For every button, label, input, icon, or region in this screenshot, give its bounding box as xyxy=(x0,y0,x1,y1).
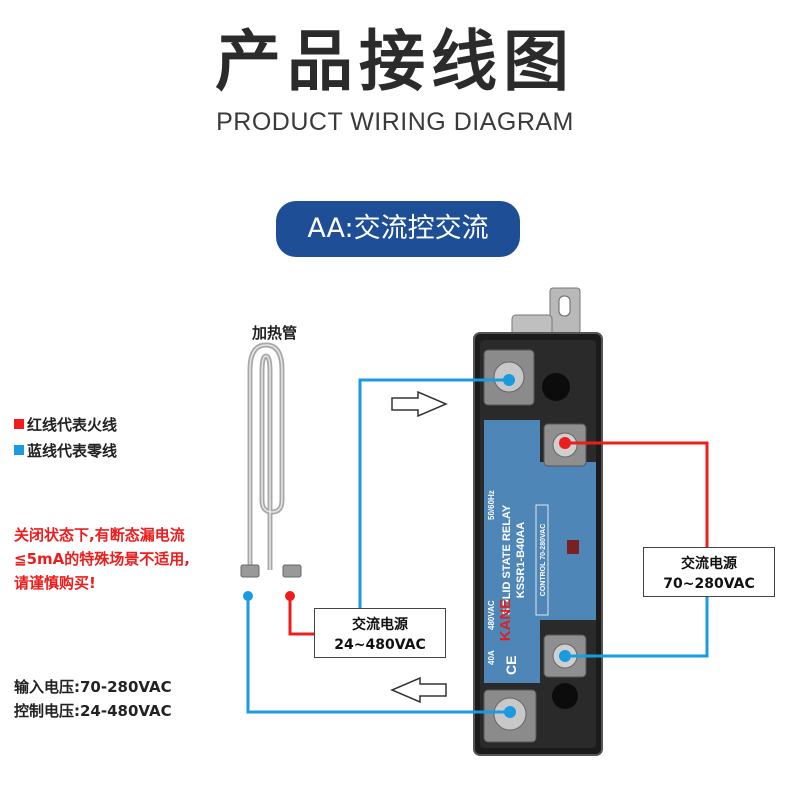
control-source-box: 交流电源 24~480VAC xyxy=(314,608,446,658)
control-source-title: 交流电源 xyxy=(352,617,408,633)
page-title-cn: 产品接线图 xyxy=(215,23,575,100)
warning-text: 关闭状态下,有断态漏电流 ≦5mA的特殊场景不适用, 请谨慎购买! xyxy=(14,526,190,592)
relay-type: SOLID STATE RELAY xyxy=(501,504,513,615)
relay-current: 40A xyxy=(487,650,496,665)
heater-element xyxy=(240,342,302,578)
relay-model: KSSR1-B40AA xyxy=(515,522,527,598)
relay-voltage: 480VAC xyxy=(487,600,496,630)
neutral-wire-heater xyxy=(246,596,510,714)
live-wire-heater xyxy=(288,596,318,636)
neutral-wire-load xyxy=(565,597,709,658)
load-source-box: 交流电源 70~280VAC xyxy=(643,547,775,597)
red-square-icon xyxy=(14,418,24,429)
relay-body: SOLID STATE RELAY KSSR1-B40AA 480VAC 50/… xyxy=(473,287,603,756)
input-voltage-spec: 输入电压:70-280VAC xyxy=(14,678,172,696)
arrow-right-icon xyxy=(391,390,448,418)
load-source-title: 交流电源 xyxy=(681,556,737,572)
arrow-left-icon xyxy=(390,676,447,704)
relay-frequency: 50/60Hz xyxy=(487,490,496,520)
mode-badge: AA:交流控交流 xyxy=(276,201,520,257)
legend-live: 红线代表火线 xyxy=(14,414,117,435)
ce-mark: CE xyxy=(503,656,519,675)
legend-neutral: 蓝线代表零线 xyxy=(14,440,117,461)
blue-square-icon xyxy=(14,444,24,455)
heater-label: 加热管 xyxy=(252,324,298,342)
neutral-wire-control xyxy=(358,378,509,608)
control-source-range: 24~480VAC xyxy=(334,637,426,653)
relay-brand: KANE xyxy=(497,599,514,642)
control-voltage-spec: 控制电压:24-480VAC xyxy=(14,702,172,720)
live-wire-load xyxy=(565,441,709,548)
load-source-range: 70~280VAC xyxy=(663,576,755,592)
page-title-en: PRODUCT WIRING DIAGRAM xyxy=(216,108,574,136)
relay-control: CONTROL 70-280VAC xyxy=(540,524,547,596)
